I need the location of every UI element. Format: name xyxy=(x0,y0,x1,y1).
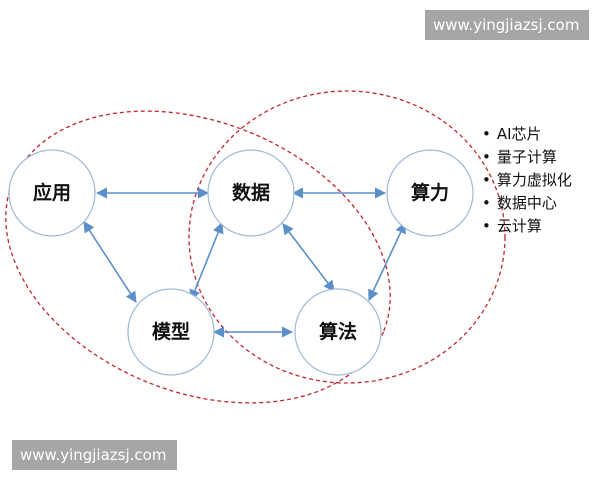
compute-item: 量子计算 xyxy=(482,146,572,169)
node-data: 数据 xyxy=(207,149,295,237)
arrow-compute-algorithm xyxy=(368,221,406,302)
node-algorithm-label: 算法 xyxy=(319,320,357,343)
node-algorithm: 算法 xyxy=(294,288,382,376)
node-compute: 算力 xyxy=(386,149,474,237)
node-application: 应用 xyxy=(8,149,96,237)
compute-item: AI芯片 xyxy=(482,123,572,146)
compute-item: 数据中心 xyxy=(482,192,572,215)
compute-item: 云计算 xyxy=(482,215,572,238)
left-group-ellipse xyxy=(5,110,391,404)
arrow-data-algorithm xyxy=(282,223,335,292)
compute-items-list: AI芯片 量子计算 算力虚拟化 数据中心 云计算 xyxy=(482,123,572,238)
watermark-bottom: www.yingjiazsj.com xyxy=(12,440,177,470)
watermark-top: www.yingjiazsj.com xyxy=(425,10,589,40)
node-model-label: 模型 xyxy=(152,320,190,343)
node-model: 模型 xyxy=(127,288,215,376)
node-compute-label: 算力 xyxy=(411,181,449,204)
arrow-application-model xyxy=(83,221,137,303)
compute-item: 算力虚拟化 xyxy=(482,169,572,192)
node-data-label: 数据 xyxy=(232,181,270,204)
node-application-label: 应用 xyxy=(33,181,71,204)
arrow-data-model xyxy=(189,221,224,302)
